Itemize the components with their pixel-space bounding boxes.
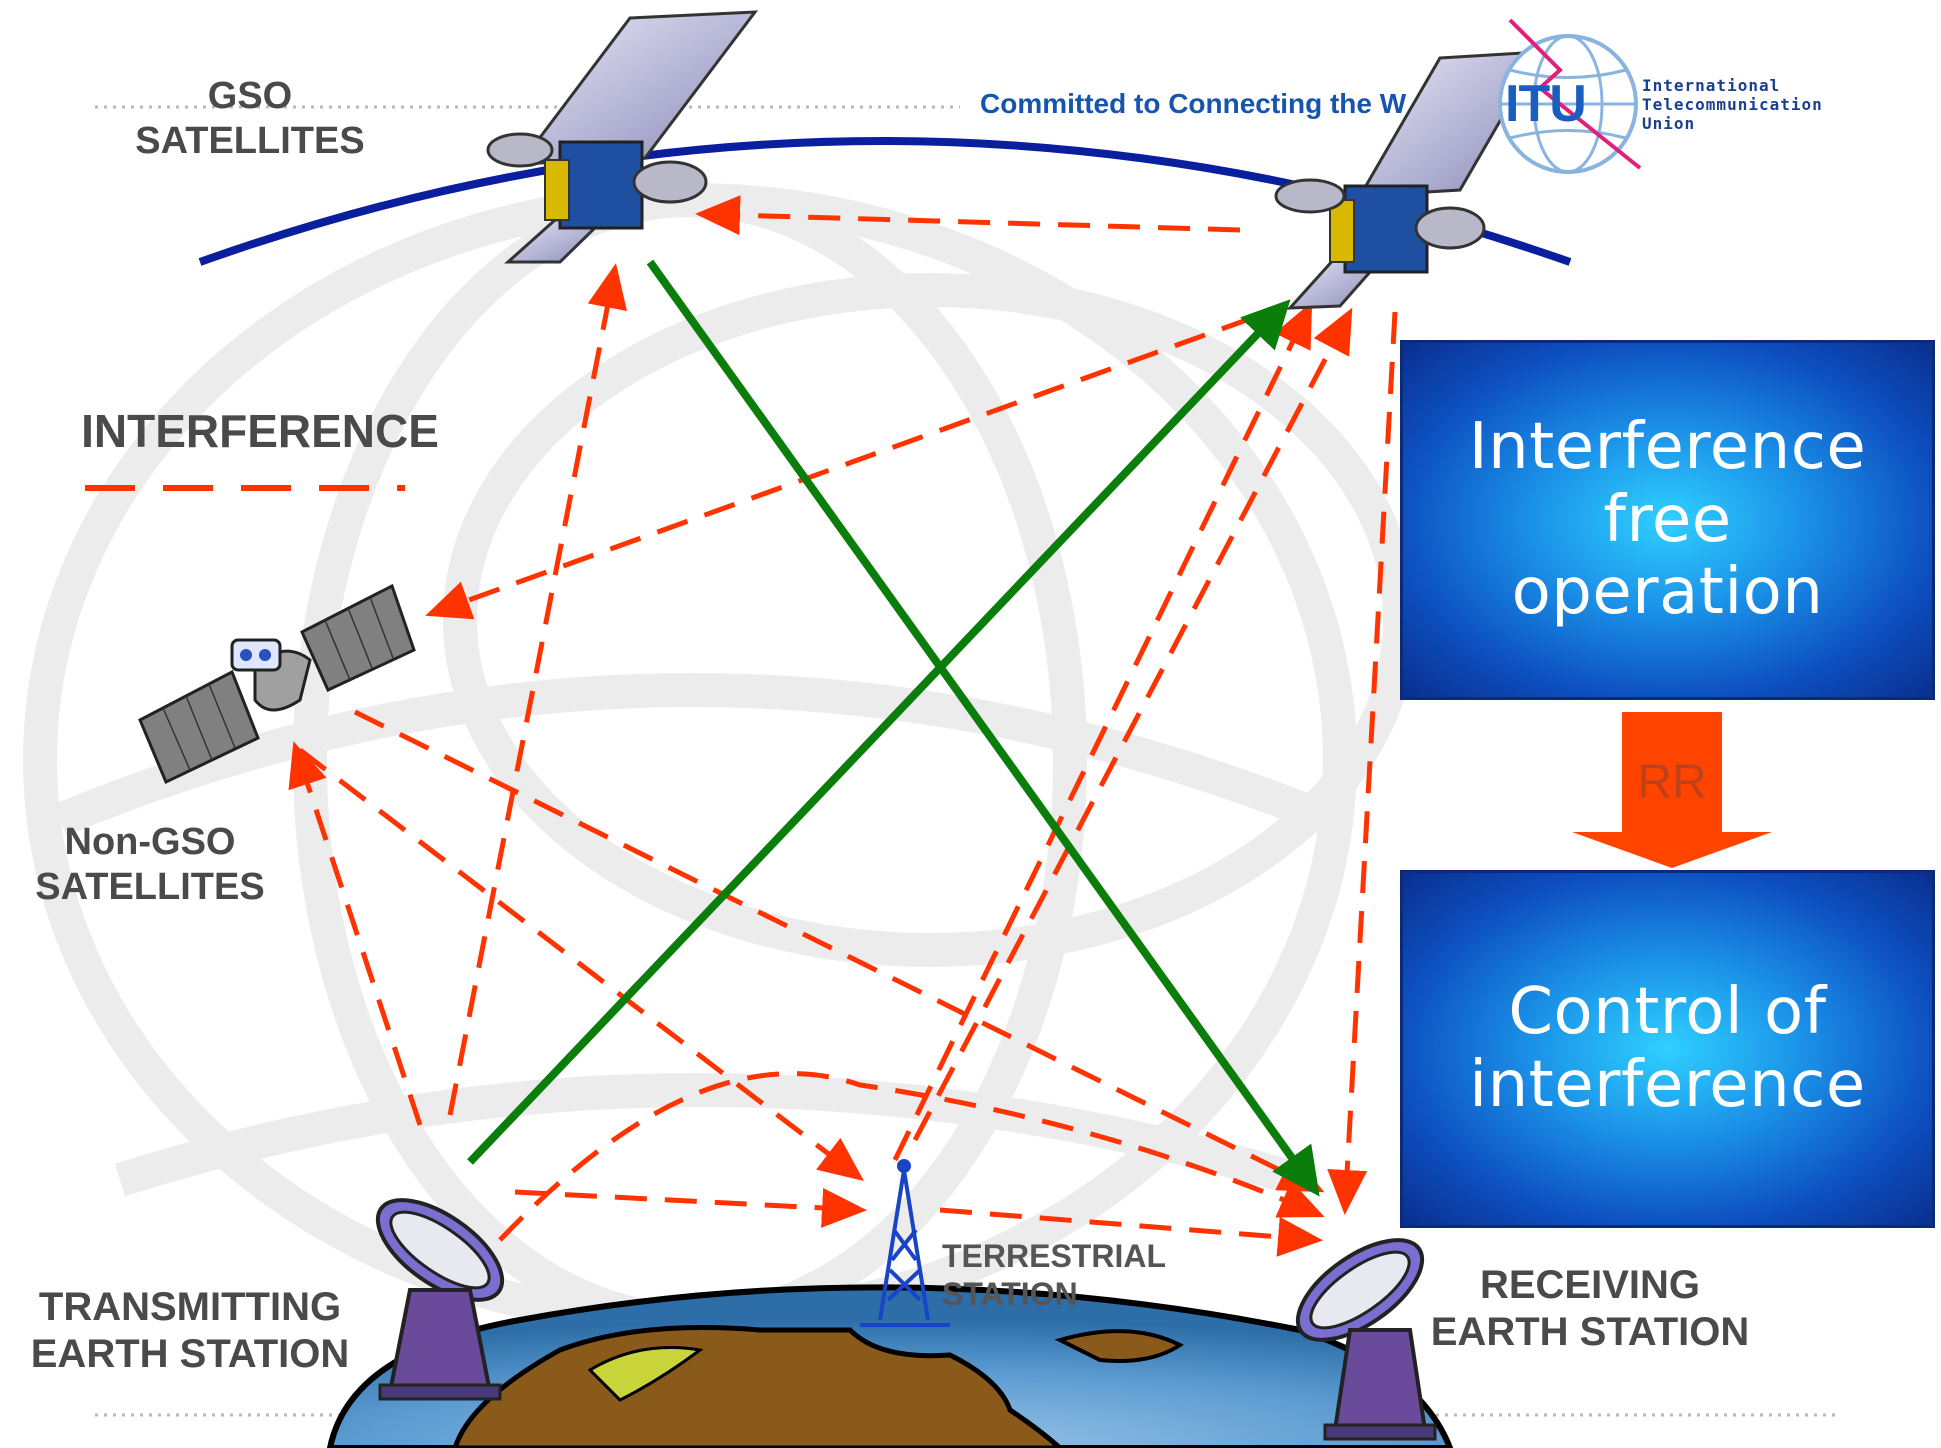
itu-org-name-line-3: Union bbox=[1642, 114, 1696, 134]
gso-satellite-left-icon bbox=[486, 10, 759, 264]
transmitting-label-line-1: TRANSMITTING bbox=[38, 1285, 342, 1329]
rr-down-arrow bbox=[1572, 712, 1772, 868]
bottom-box-line-2: interference bbox=[1469, 1048, 1866, 1122]
non-gso-satellites-label: Non-GSO SATELLITES bbox=[20, 820, 280, 910]
terrestrial-label-line-2: STATION bbox=[942, 1275, 1078, 1312]
wanted-links bbox=[467, 259, 1320, 1197]
non-gso-label-line-1: Non-GSO bbox=[64, 821, 236, 863]
gso-label-line-1: GSO bbox=[207, 75, 293, 117]
receiving-earth-station-label: RECEIVING EARTH STATION bbox=[1420, 1262, 1760, 1356]
itu-org-name-line-1: International bbox=[1642, 76, 1781, 95]
itu-logo-text: ITU bbox=[1505, 75, 1587, 133]
itu-org-name-line-2: Telecommunication bbox=[1642, 95, 1823, 115]
interference-free-operation-box: Interference free operation bbox=[1400, 340, 1935, 700]
gso-label-line-2: SATELLITES bbox=[135, 119, 365, 162]
globe-watermark-icon bbox=[23, 183, 1417, 1337]
receiving-label-line-1: RECEIVING bbox=[1479, 1263, 1701, 1307]
rr-arrow-label: RR bbox=[1637, 756, 1707, 809]
transmitting-dish-icon bbox=[375, 1198, 505, 1401]
header-tagline: Committed to Connecting the W bbox=[980, 88, 1407, 119]
non-gso-label-line-2: SATELLITES bbox=[35, 865, 265, 908]
receiving-dish-icon bbox=[1295, 1238, 1437, 1441]
gso-satellite-right-icon bbox=[1274, 50, 1543, 310]
receiving-label-line-2: EARTH STATION bbox=[1430, 1310, 1750, 1355]
bottom-box-line-1: Control of bbox=[1508, 975, 1827, 1050]
top-box-line-2: free bbox=[1603, 482, 1732, 557]
gso-satellites-label: GSO SATELLITES bbox=[120, 74, 380, 164]
interference-lines bbox=[288, 195, 1398, 1257]
itu-org-name: International Telecommunication Union bbox=[1642, 76, 1823, 134]
interference-legend-label: INTERFERENCE bbox=[81, 405, 439, 457]
top-box-line-1: Interference bbox=[1468, 409, 1867, 484]
terrestrial-station-label: TERRESTRIAL STATION bbox=[942, 1238, 1166, 1314]
terrestrial-tower-icon bbox=[860, 1159, 950, 1327]
control-of-interference-box: Control of interference bbox=[1400, 870, 1935, 1228]
itu-logo-icon bbox=[1498, 18, 1642, 174]
non-gso-satellite-icon bbox=[138, 583, 416, 785]
transmitting-earth-station-label: TRANSMITTING EARTH STATION bbox=[20, 1284, 360, 1378]
top-box-line-3: operation bbox=[1511, 555, 1824, 630]
terrestrial-label-line-1: TERRESTRIAL bbox=[942, 1238, 1166, 1274]
transmitting-label-line-2: EARTH STATION bbox=[30, 1332, 350, 1377]
